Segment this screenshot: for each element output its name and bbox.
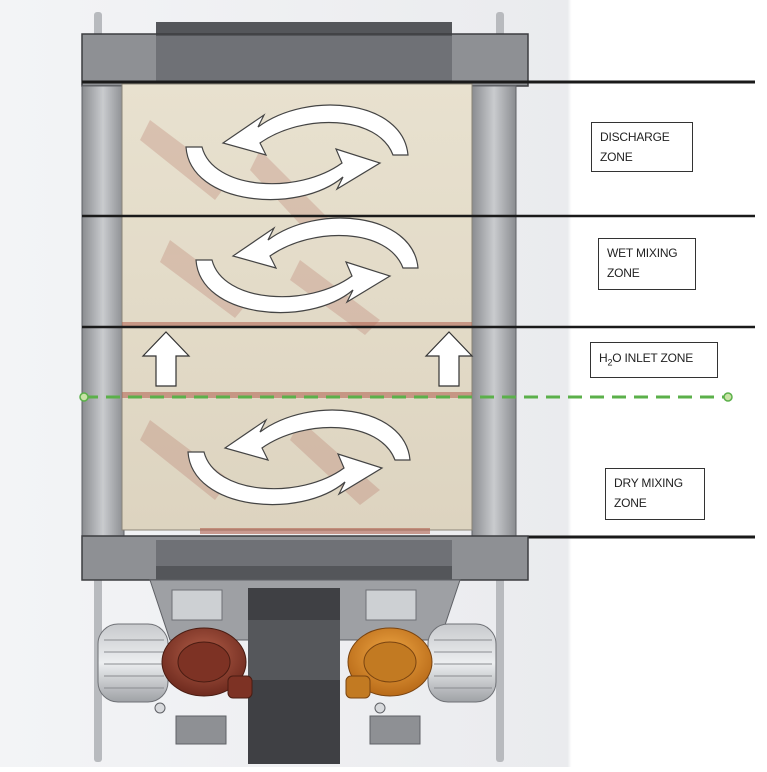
bottom-frame xyxy=(81,535,529,581)
rotation-arc-upper xyxy=(223,409,411,461)
discharge-chute xyxy=(149,579,461,764)
left-motor xyxy=(97,623,253,745)
rotation-arc-lower xyxy=(195,259,392,314)
wet-mixing-zone-label: WET MIXING ZONE xyxy=(598,238,696,290)
h2o-inlet-zone-text: H2O INLET ZONE xyxy=(599,348,693,372)
rotation-arrow-icon xyxy=(195,217,419,314)
water-level-left-marker xyxy=(79,392,89,402)
right-motor xyxy=(345,623,497,745)
water-level-right-marker xyxy=(723,392,733,402)
dry-mixing-zone-line2: ZONE xyxy=(614,496,647,510)
right-post xyxy=(471,85,517,539)
h2o-inlet-zone-h: H xyxy=(599,350,608,365)
rotation-arrow-icon xyxy=(185,104,409,201)
dry-mixing-zone-label: DRY MIXING ZONE xyxy=(605,468,705,520)
dry-mixing-zone-line1: DRY MIXING xyxy=(614,476,683,490)
top-frame xyxy=(81,22,529,87)
inlet-seam-bottom xyxy=(122,392,472,398)
rotation-arc-upper xyxy=(221,104,409,156)
wet-mixing-zone-line1: WET MIXING xyxy=(607,246,678,260)
h2o-inlet-zone-label: H2O INLET ZONE xyxy=(590,342,718,378)
h2o-inlet-zone-rest: O INLET ZONE xyxy=(612,350,694,365)
rotation-arrow-icon xyxy=(187,409,411,506)
wet-mixing-zone-line2: ZONE xyxy=(607,266,640,280)
bottom-seam xyxy=(200,528,430,534)
left-post xyxy=(81,85,125,539)
discharge-zone-label: DISCHARGE ZONE xyxy=(591,122,693,172)
upward-arrow-icon xyxy=(424,331,474,387)
rotation-arc-lower xyxy=(187,451,384,506)
discharge-zone-line2: ZONE xyxy=(600,150,633,164)
inlet-seam-top xyxy=(122,322,472,328)
rotation-arc-lower xyxy=(185,146,382,201)
rotation-arc-upper xyxy=(231,217,419,269)
discharge-zone-line1: DISCHARGE xyxy=(600,130,670,144)
h2o-inlet-zone-subscript: 2 xyxy=(607,357,613,368)
upward-arrow-icon xyxy=(141,331,191,387)
